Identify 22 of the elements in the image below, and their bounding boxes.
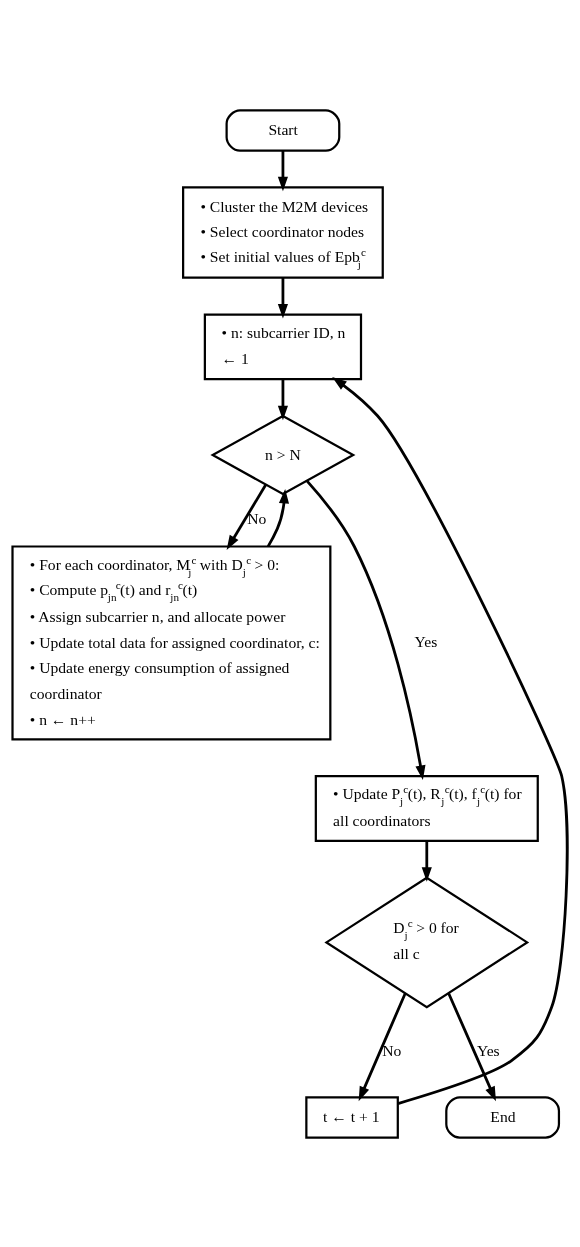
node-diamond: D$_{j}$$^{c}$ > 0 for all c: [324, 875, 530, 1008]
edge-label: Yes: [414, 632, 438, 650]
arrow: [277, 379, 289, 420]
arrow: [277, 277, 289, 318]
arrow: [358, 992, 407, 1101]
edge-label: Yes: [476, 1041, 500, 1059]
node-box: Start: [225, 108, 341, 152]
arrow: [266, 488, 290, 547]
arrow: [277, 150, 289, 191]
edge-label: No: [247, 509, 267, 527]
arrow: [332, 376, 569, 1105]
arrow: [421, 840, 432, 882]
node-diamond: n > N: [210, 414, 356, 495]
node-box: • n: subcarrier ID, n ← 1: [203, 312, 363, 380]
arrow: [226, 483, 267, 550]
node-box: • For each coordinator, M$_{j}$$^{c}$ with D$_{j}$$^{c}$ > 0: • Compute p$_{jn}$$^{c}$(t) and r$_{jn}$$^{c}$(t) • Assign subcarrier n, and allocate power • Update total data for assigned coordinator, c: • Update energy consumption of assigned coordinator • n ← n++: [11, 544, 332, 741]
node-box: • Update P$_{j}$$^{c}$(t), R$_{j}$$^{c}$(t), f$_{j}$$^{c}$(t) for all coordinators: [314, 774, 539, 842]
arrow: [306, 479, 426, 780]
edge-label: No: [382, 1041, 402, 1059]
node-box: End: [445, 1095, 561, 1139]
node-box: t ← t + 1: [305, 1095, 399, 1139]
arrow: [447, 992, 496, 1101]
